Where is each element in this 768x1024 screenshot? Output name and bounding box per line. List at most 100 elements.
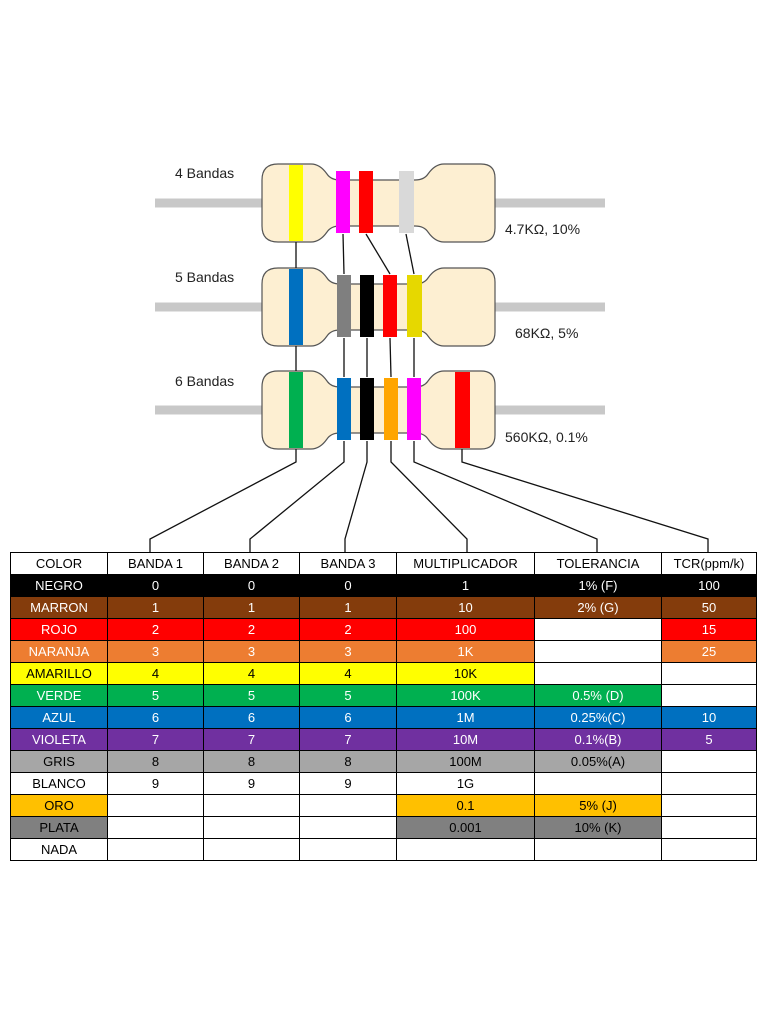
banda-1-cell: 1 <box>107 596 204 619</box>
banda-3-cell: 4 <box>299 662 397 685</box>
multiplicador-cell: 1K <box>396 640 535 663</box>
color-cell: NEGRO <box>10 574 108 597</box>
multiplicador-cell: 10K <box>396 662 535 685</box>
banda-2-cell <box>203 838 300 861</box>
color-cell: VIOLETA <box>10 728 108 751</box>
color-cell: AZUL <box>10 706 108 729</box>
multiplicador-cell: 0.001 <box>396 816 535 839</box>
multiplicador-cell: 100M <box>396 750 535 773</box>
color-cell: ROJO <box>10 618 108 641</box>
tolerancia-cell <box>534 772 662 795</box>
resistor-5-label: 5 Bandas <box>175 269 234 285</box>
resistor-6-band-6 <box>455 372 470 448</box>
header-tolerancia: TOLERANCIA <box>534 552 662 575</box>
banda-3-cell <box>299 816 397 839</box>
header-banda-2: BANDA 2 <box>203 552 300 575</box>
resistor-4-band-1 <box>289 165 303 241</box>
tolerancia-cell: 0.5% (D) <box>534 684 662 707</box>
color-cell: GRIS <box>10 750 108 773</box>
resistor-4-value: 4.7KΩ, 10% <box>505 221 580 237</box>
tcr-cell <box>661 750 757 773</box>
resistor-6-value: 560KΩ, 0.1% <box>505 429 588 445</box>
banda-1-cell: 5 <box>107 684 204 707</box>
color-cell: MARRON <box>10 596 108 619</box>
banda-1-cell: 2 <box>107 618 204 641</box>
banda-1-cell <box>107 838 204 861</box>
multiplicador-cell: 10 <box>396 596 535 619</box>
color-cell: NARANJA <box>10 640 108 663</box>
tcr-cell: 10 <box>661 706 757 729</box>
resistor-6-band-2 <box>337 378 351 440</box>
tolerancia-cell: 0.1%(B) <box>534 728 662 751</box>
resistor-4-band-4 <box>399 171 414 233</box>
tcr-cell: 5 <box>661 728 757 751</box>
resistor-diagram: 4 Bandas 4.7KΩ, 10% 5 Bandas 68KΩ, 5% 6 … <box>149 163 709 552</box>
banda-1-cell: 3 <box>107 640 204 663</box>
color-cell: AMARILLO <box>10 662 108 685</box>
color-cell: VERDE <box>10 684 108 707</box>
color-cell: PLATA <box>10 816 108 839</box>
resistor-6-band-4 <box>384 378 398 440</box>
banda-3-cell: 5 <box>299 684 397 707</box>
banda-3-cell: 1 <box>299 596 397 619</box>
banda-1-cell <box>107 816 204 839</box>
tcr-cell: 50 <box>661 596 757 619</box>
tcr-cell <box>661 816 757 839</box>
banda-3-cell: 0 <box>299 574 397 597</box>
banda-1-cell: 8 <box>107 750 204 773</box>
color-cell: NADA <box>10 838 108 861</box>
color-code-table: COLOR BANDA 1 BANDA 2 BANDA 3 MULTIPLICA… <box>10 552 757 861</box>
tolerancia-cell <box>534 618 662 641</box>
banda-2-cell: 7 <box>203 728 300 751</box>
banda-1-cell <box>107 794 204 817</box>
color-cell: BLANCO <box>10 772 108 795</box>
tcr-cell: 25 <box>661 640 757 663</box>
banda-2-cell: 2 <box>203 618 300 641</box>
header-banda-1: BANDA 1 <box>107 552 204 575</box>
resistor-6-label: 6 Bandas <box>175 373 234 389</box>
resistor-6-band-3 <box>360 378 374 440</box>
multiplicador-cell: 0.1 <box>396 794 535 817</box>
color-cell: ORO <box>10 794 108 817</box>
banda-2-cell: 3 <box>203 640 300 663</box>
banda-2-cell: 8 <box>203 750 300 773</box>
resistor-4-band-2 <box>336 171 350 233</box>
tolerancia-cell: 0.05%(A) <box>534 750 662 773</box>
banda-1-cell: 6 <box>107 706 204 729</box>
resistor-4-band-3 <box>359 171 373 233</box>
multiplicador-cell: 1 <box>396 574 535 597</box>
banda-1-cell: 9 <box>107 772 204 795</box>
resistor-6-band-5 <box>407 378 421 440</box>
banda-2-cell: 6 <box>203 706 300 729</box>
tolerancia-cell: 0.25%(C) <box>534 706 662 729</box>
banda-3-cell: 2 <box>299 618 397 641</box>
tcr-cell: 15 <box>661 618 757 641</box>
resistor-5-band-3 <box>360 275 374 337</box>
banda-3-cell: 3 <box>299 640 397 663</box>
resistor-5-band-2 <box>337 275 351 337</box>
multiplicador-cell: 100K <box>396 684 535 707</box>
banda-1-cell: 4 <box>107 662 204 685</box>
banda-3-cell: 9 <box>299 772 397 795</box>
banda-2-cell: 5 <box>203 684 300 707</box>
band-connector-lines <box>295 233 415 378</box>
tolerancia-cell: 2% (G) <box>534 596 662 619</box>
banda-3-cell <box>299 794 397 817</box>
resistor-5-band-5 <box>407 275 422 337</box>
banda-2-cell: 4 <box>203 662 300 685</box>
resistor-4-label: 4 Bandas <box>175 165 234 181</box>
tolerancia-cell <box>534 640 662 663</box>
tolerancia-cell <box>534 662 662 685</box>
header-color: COLOR <box>10 552 108 575</box>
multiplicador-cell: 1M <box>396 706 535 729</box>
resistor-6-band-1 <box>289 372 303 448</box>
tcr-cell <box>661 794 757 817</box>
banda-2-cell: 1 <box>203 596 300 619</box>
header-banda-3: BANDA 3 <box>299 552 397 575</box>
